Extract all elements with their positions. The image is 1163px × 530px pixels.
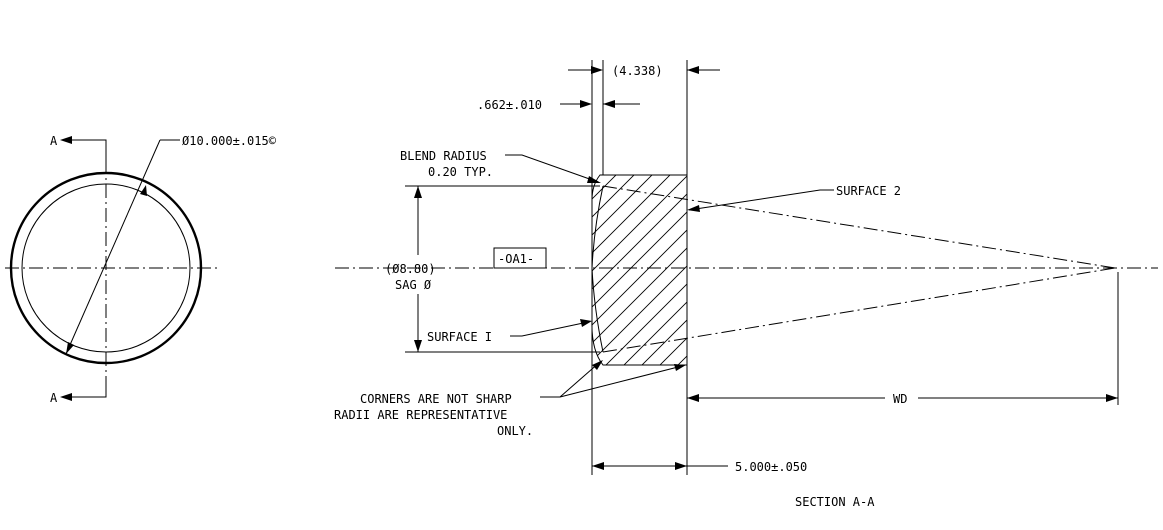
hatch-line bbox=[591, 175, 632, 365]
surface-1-label: SURFACE I bbox=[427, 330, 492, 344]
corners-note-line3: ONLY. bbox=[497, 424, 533, 438]
hatch-line bbox=[591, 175, 687, 365]
lens-section-outline bbox=[591, 174, 688, 366]
datum-label: -OA1- bbox=[498, 252, 534, 266]
corners-leader-left bbox=[559, 361, 601, 398]
dim-length-label: 5.000±.050 bbox=[735, 460, 807, 474]
corners-note-line2: RADII ARE REPRESENTATIVE bbox=[334, 408, 507, 422]
section-mark-top: A bbox=[50, 134, 58, 148]
surface-1-leader bbox=[510, 321, 589, 337]
surface-2-leader bbox=[688, 189, 834, 211]
hatch-line bbox=[591, 175, 687, 365]
diameter-arrow-upper bbox=[140, 185, 147, 196]
wd-arrow-right bbox=[1106, 394, 1118, 402]
working-distance-label: WD bbox=[893, 392, 907, 406]
hatch-line bbox=[591, 175, 686, 365]
hatch-line bbox=[644, 175, 687, 365]
dim-thickness-label: .662±.010 bbox=[477, 98, 542, 112]
sag-arrow-top bbox=[414, 186, 422, 198]
diameter-callout: Ø10.000±.015© bbox=[182, 134, 277, 148]
sag-arrow-bottom bbox=[414, 340, 422, 352]
hatch-line bbox=[591, 175, 668, 365]
hatch-line bbox=[717, 160, 937, 380]
hatch-line bbox=[591, 175, 687, 365]
front-view: A A Ø10.000±.015© bbox=[5, 134, 277, 405]
hatch-line bbox=[591, 175, 687, 365]
blend-radius-leader bbox=[505, 154, 599, 183]
section-cut-line-top bbox=[70, 139, 107, 160]
diameter-dimension-line bbox=[65, 139, 161, 355]
sag-label-line2: SAG Ø bbox=[395, 278, 432, 292]
surface-2-arrow bbox=[687, 205, 700, 212]
hatch-line bbox=[626, 175, 687, 365]
hatch-line bbox=[608, 175, 687, 365]
section-cut-line-bottom bbox=[70, 376, 107, 398]
section-title: SECTION A-A bbox=[795, 495, 875, 509]
hatch-line bbox=[591, 175, 687, 365]
dim-4338-right-arrow bbox=[687, 66, 699, 74]
dim-top-label: (4.338) bbox=[612, 64, 663, 78]
corners-arrow-right bbox=[674, 364, 686, 371]
focus-ray-upper bbox=[602, 185, 1116, 269]
lens-section-hatch bbox=[591, 160, 937, 380]
dim-length-arrow-left bbox=[592, 462, 604, 470]
dim-length-arrow-right bbox=[675, 462, 687, 470]
section-view: (4.338) .662±.010 BLEND RADIUS 0.20 TYP.… bbox=[334, 60, 1158, 509]
sag-label-line1: (Ø8.80) bbox=[385, 262, 436, 276]
section-mark-bottom: A bbox=[50, 391, 58, 405]
hatch-line bbox=[591, 175, 687, 365]
corners-note-line1: CORNERS ARE NOT SHARP bbox=[360, 392, 512, 406]
blend-radius-line1: BLEND RADIUS bbox=[400, 149, 487, 163]
blend-radius-arrow bbox=[587, 176, 601, 183]
focus-ray-lower bbox=[602, 267, 1116, 353]
wd-arrow-left bbox=[687, 394, 699, 402]
dim-4338-left-arrow bbox=[591, 66, 603, 74]
datum-box bbox=[493, 247, 547, 269]
hatch-line bbox=[591, 175, 650, 365]
surface-1-arrow bbox=[580, 319, 592, 327]
hatch-line bbox=[591, 175, 687, 365]
section-arrow-bottom bbox=[60, 393, 72, 401]
section-arrow-top bbox=[60, 136, 72, 144]
blend-radius-line2: 0.20 TYP. bbox=[428, 165, 493, 179]
corners-arrow-left bbox=[592, 360, 603, 370]
diameter-arrow-lower bbox=[66, 342, 74, 354]
corners-leader-right bbox=[559, 365, 683, 398]
surface-2-label: SURFACE 2 bbox=[836, 184, 901, 198]
dim-662-left-arrow bbox=[580, 100, 592, 108]
dim-662-right-arrow bbox=[603, 100, 615, 108]
